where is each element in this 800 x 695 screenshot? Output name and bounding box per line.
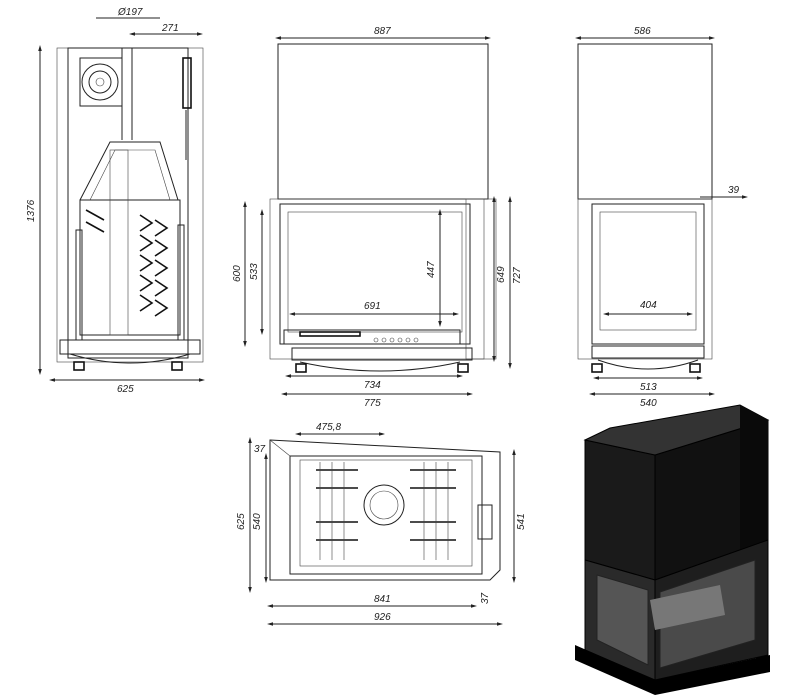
dim-glass-height: 447 xyxy=(426,261,437,278)
right-view xyxy=(575,36,748,396)
dim-height: 1376 xyxy=(26,199,37,222)
dim-base-775: 775 xyxy=(364,398,381,409)
dim-flue-diameter: Ø197 xyxy=(117,7,143,18)
front-view xyxy=(243,36,512,396)
dim-top-625: 625 xyxy=(236,513,247,530)
product-render xyxy=(575,404,770,695)
dim-height-727: 727 xyxy=(512,267,523,284)
dim-door-height: 600 xyxy=(232,265,243,282)
top-view xyxy=(248,432,516,626)
dim-top-541: 541 xyxy=(516,513,527,530)
dim-top-540: 540 xyxy=(252,513,263,530)
dim-right-base-513: 513 xyxy=(640,382,657,393)
dim-door-inner-height: 533 xyxy=(249,263,260,280)
dim-right-base-540: 540 xyxy=(640,398,657,409)
dim-glass-width: 691 xyxy=(364,301,381,312)
dim-right-width: 586 xyxy=(634,26,651,37)
dim-top-926: 926 xyxy=(374,612,391,623)
dim-base-734: 734 xyxy=(364,380,381,391)
dim-top-37: 37 xyxy=(254,444,266,455)
dim-height-649: 649 xyxy=(496,266,507,283)
dim-top-475: 475,8 xyxy=(316,422,341,433)
dim-top-37-bottom: 37 xyxy=(480,592,491,604)
dim-depth: 625 xyxy=(117,384,134,395)
dim-top-841: 841 xyxy=(374,594,391,605)
dim-right-offset: 39 xyxy=(728,185,740,196)
side-view xyxy=(38,17,205,382)
dim-top-offset: 271 xyxy=(161,23,179,34)
dim-front-width: 887 xyxy=(374,26,391,37)
dim-right-glass-width: 404 xyxy=(640,300,657,311)
